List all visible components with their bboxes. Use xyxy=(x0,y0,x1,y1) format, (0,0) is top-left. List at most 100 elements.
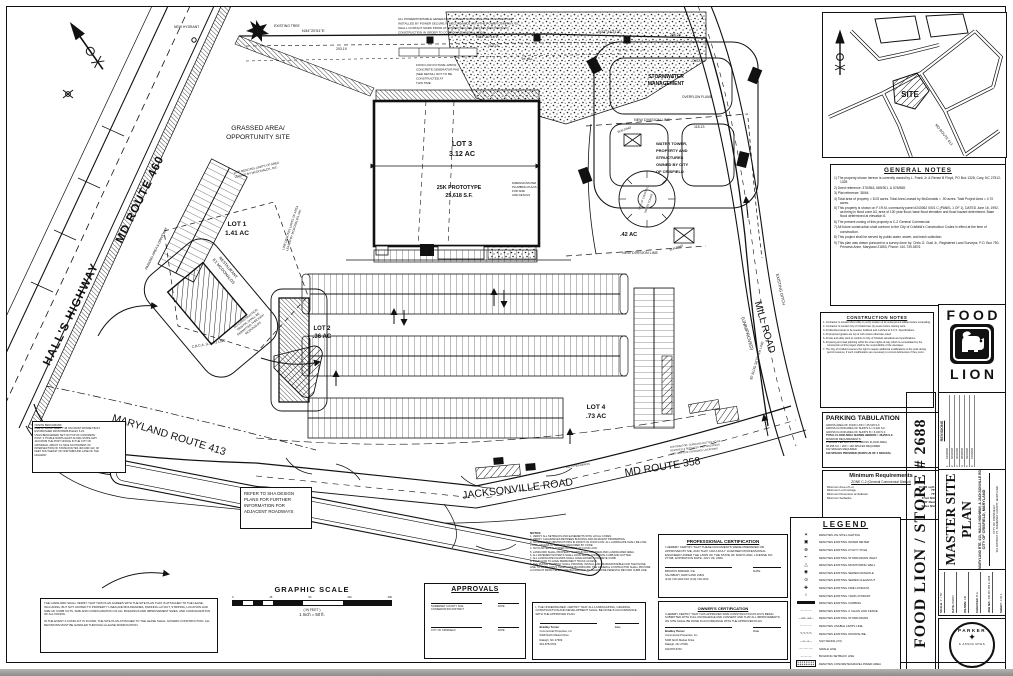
swale-line-icon: —··—··— xyxy=(799,646,813,651)
label-water-tower-2: PROPERTY AND xyxy=(656,148,688,153)
minreq-value: 75' xyxy=(931,492,935,497)
parking-tabulation-line: GROSS AREA OF FOOD LION = 25,618 S.F. xyxy=(826,423,881,427)
benchmark-note-box: ONSITE BENCHMARK: FIRE HYDRANT ELEV. 7.4… xyxy=(32,421,126,473)
storm-drain-inlet-icon: ▪▫ xyxy=(804,554,808,560)
vicinity-site-label: SITE xyxy=(901,90,919,99)
label-building-prototype: 25K PROTOTYPE xyxy=(437,185,482,191)
utility-pole-symbol xyxy=(62,89,74,99)
label-tower-acres: .42 AC xyxy=(620,232,637,238)
site-note-item: 4. NO PLANTERS ALLOWED IN FRONT OF FOOD … xyxy=(530,547,598,551)
professional-certification-box: PROFESSIONAL CERTIFICATION I HEREBY CERT… xyxy=(658,534,788,598)
generator-note-3: SHALL CONTACT MARK PRIOR AT POWER SECURE… xyxy=(398,26,509,30)
mcdonalds-building: EX MCDONALDS RESTAURANT xyxy=(143,238,279,378)
yard-hydrant-icon: ○ xyxy=(804,592,808,598)
lot2-building xyxy=(270,288,328,412)
scale-bar xyxy=(232,599,392,606)
benchmark-line: HIGHWAY. xyxy=(34,453,48,457)
benchmark-line: POST, 0.75 MILE NORTH-EAST ALONG STATE H… xyxy=(34,436,98,440)
chain-link-fence-icon: —·—·— xyxy=(800,608,812,613)
revision-number: 5 xyxy=(965,465,970,467)
legend-item-text: DENOTES EXISTING STORM DRAIN xyxy=(819,616,869,621)
label-division-line-2: NEW DIVISION LINE xyxy=(622,251,659,255)
legend-item-text: DENOTES EXISTING 2' CHAIN LINK FENCE xyxy=(819,608,878,613)
prof-cert-phone: (410) 749-1023 FAX (410) 749-1013 xyxy=(665,578,709,582)
label-lot3-acres: 3.12 AC xyxy=(449,149,475,158)
bearing-3-dist: 206.20 xyxy=(670,33,681,37)
label-lot2-acres: .36 AC xyxy=(313,334,332,340)
site-notes-title: NOTES: xyxy=(530,531,542,535)
owner-cert-title: OWNER'S CERTIFICATION xyxy=(697,606,749,611)
construction-note-item: 6. All paving and road patching within t… xyxy=(823,341,923,347)
generator-note-2: INSTALLED BY POWER SECURE IN ACCORDANCE … xyxy=(398,22,520,26)
label-stormwater: STORMWATER xyxy=(648,74,684,80)
generator-pad-1: FOOD LION FUTURE 125KW xyxy=(416,63,456,67)
food-lion-logo: FOOD LION xyxy=(938,304,1006,398)
legend-item-text: DENOTES USABLE LIMITS LINE xyxy=(819,623,863,628)
prof-cert-signer: BROOKS PARKER, P.E. xyxy=(665,567,733,573)
legend-item-text: SWALE LINE xyxy=(819,646,837,651)
misc-lines xyxy=(45,47,707,551)
fire-hydrant-icon: ✚ xyxy=(804,584,808,590)
bearing-2-dist: 110.23 xyxy=(488,44,498,48)
parking-tabulation-line: 192 SPACES REQUIRED xyxy=(826,448,857,451)
minimum-requirements-box: Minimum Requirements ZONE C-2 (General C… xyxy=(822,470,940,520)
approvals-box: APPROVALS SOMERSET COUNTY SOIL CONSERVAT… xyxy=(424,583,526,659)
parking-tabulation-line: 196 SPACES PROVIDED (SURPLUS OF 4 SPACES… xyxy=(826,451,891,455)
road-note-3: FOR NEW SITE ENTRANCE LOCATIONS xyxy=(671,447,719,456)
graphic-scale-title: GRAPHIC SCALE xyxy=(274,585,350,594)
construction-note-item: 7. The City of Crisfield reserves the ri… xyxy=(823,348,927,354)
disclaimer-paragraph-2: IN THE EVENT A CONFLICT IS FOUND, THE SI… xyxy=(44,619,210,627)
benchmark-line: FEET SOUTHEAST OF NORTHBOUND LANE OF THE xyxy=(34,450,99,454)
minimum-requirements-subtitle: ZONE C-2 (General Commercial District) xyxy=(851,480,911,484)
minreq-value: 10,000 sq.ft. xyxy=(918,484,935,489)
label-overflow-flume: OVERFLOW FLUME xyxy=(682,95,712,99)
benchmark-line: ESTABLISHED FROM RM#5-B ELEV 6.23. xyxy=(34,430,85,434)
legend-title: LEGEND xyxy=(822,520,869,529)
label-water-tower-1: WATER TOWER, xyxy=(656,141,687,146)
legend-item-text: DENOTES EXISTING SEWER MANHOLE xyxy=(819,570,874,575)
project-address-2: CITY OF CRISFIELD, MARYLAND xyxy=(982,489,986,550)
approvals-title: APPROVALS xyxy=(451,586,499,593)
generator-pad-4: CONSTRUCTED AT xyxy=(416,77,443,81)
legend-item-text: DENOTES ON-SITE LIGHTING xyxy=(819,532,860,537)
generator-note-4: CONSTRUCTION IN ORDER TO COORDINATE INST… xyxy=(398,31,485,35)
landscaping-cert-company: Commercial Properties, Inc xyxy=(539,629,572,633)
site-plan-drawing: EX MCDONALDS RESTAURANT xyxy=(6,6,807,589)
field-value: JJR xyxy=(964,595,968,601)
road-mill-road xyxy=(683,6,807,457)
building-setback-line-icon: — — — xyxy=(800,653,812,658)
sewer-manhole-icon: ◉ xyxy=(803,569,808,575)
label-grassed-area-2: OPPORTUNITY SITE xyxy=(226,134,290,141)
minreq-value: 75' xyxy=(931,488,935,493)
firm-name: PARKER xyxy=(957,628,987,633)
label-new-hydrant: NEW HYDRANT xyxy=(174,25,199,29)
firm-name-2: & ASSOCIATES xyxy=(958,642,986,646)
label-lot3: LOT 3 xyxy=(452,139,472,148)
vicinity-map: SITE MD ROUTE 413 xyxy=(822,12,1007,158)
storm-drain-line-icon: —sd—sd— xyxy=(798,615,814,620)
owner-cert-date: Date xyxy=(753,627,781,633)
sheet-title: MASTER SITE PLAN xyxy=(943,473,974,566)
firm-seal: PARKER ✦ & ASSOCIATES xyxy=(938,618,1006,672)
general-note-item: 9) This plan was drawn pursuant to a sur… xyxy=(834,240,1000,249)
woodsline-icon: ∿∿∿∿ xyxy=(799,630,813,635)
legend-item-text: DENOTES EXISTING CURBING xyxy=(819,601,862,606)
water-tower xyxy=(587,117,763,259)
owner-cert-street: 5408 North Market Drive xyxy=(665,638,695,642)
minreq-value: Front N/A xyxy=(921,496,935,501)
label-management: MANAGEMENT xyxy=(648,81,684,87)
owners-certification-box: OWNER'S CERTIFICATION I HEREBY CERTIFY T… xyxy=(658,601,788,660)
field-value: 8/15/07 xyxy=(952,594,956,604)
owner-cert-signer: Bradley Turner xyxy=(665,627,733,633)
approval-row-date: DATE xyxy=(497,627,519,632)
landscaping-cert-phone: 919-878-9702 xyxy=(539,642,557,646)
label-bldg-note-2: PLUMBING PLANS xyxy=(512,185,537,189)
construction-notes-title: CONSTRUCTION NOTES xyxy=(846,314,908,320)
graphic-scale: GRAPHIC SCALE 0 25 50 100 200 ( IN FEET … xyxy=(232,585,392,617)
food-lion-logo-top: FOOD xyxy=(946,307,1001,323)
revision-date: 09/03/08 xyxy=(965,448,970,459)
label-tower-circle-2: WATER TOWER xyxy=(643,193,654,213)
utility-pole-icon: ⊗ xyxy=(804,546,808,552)
